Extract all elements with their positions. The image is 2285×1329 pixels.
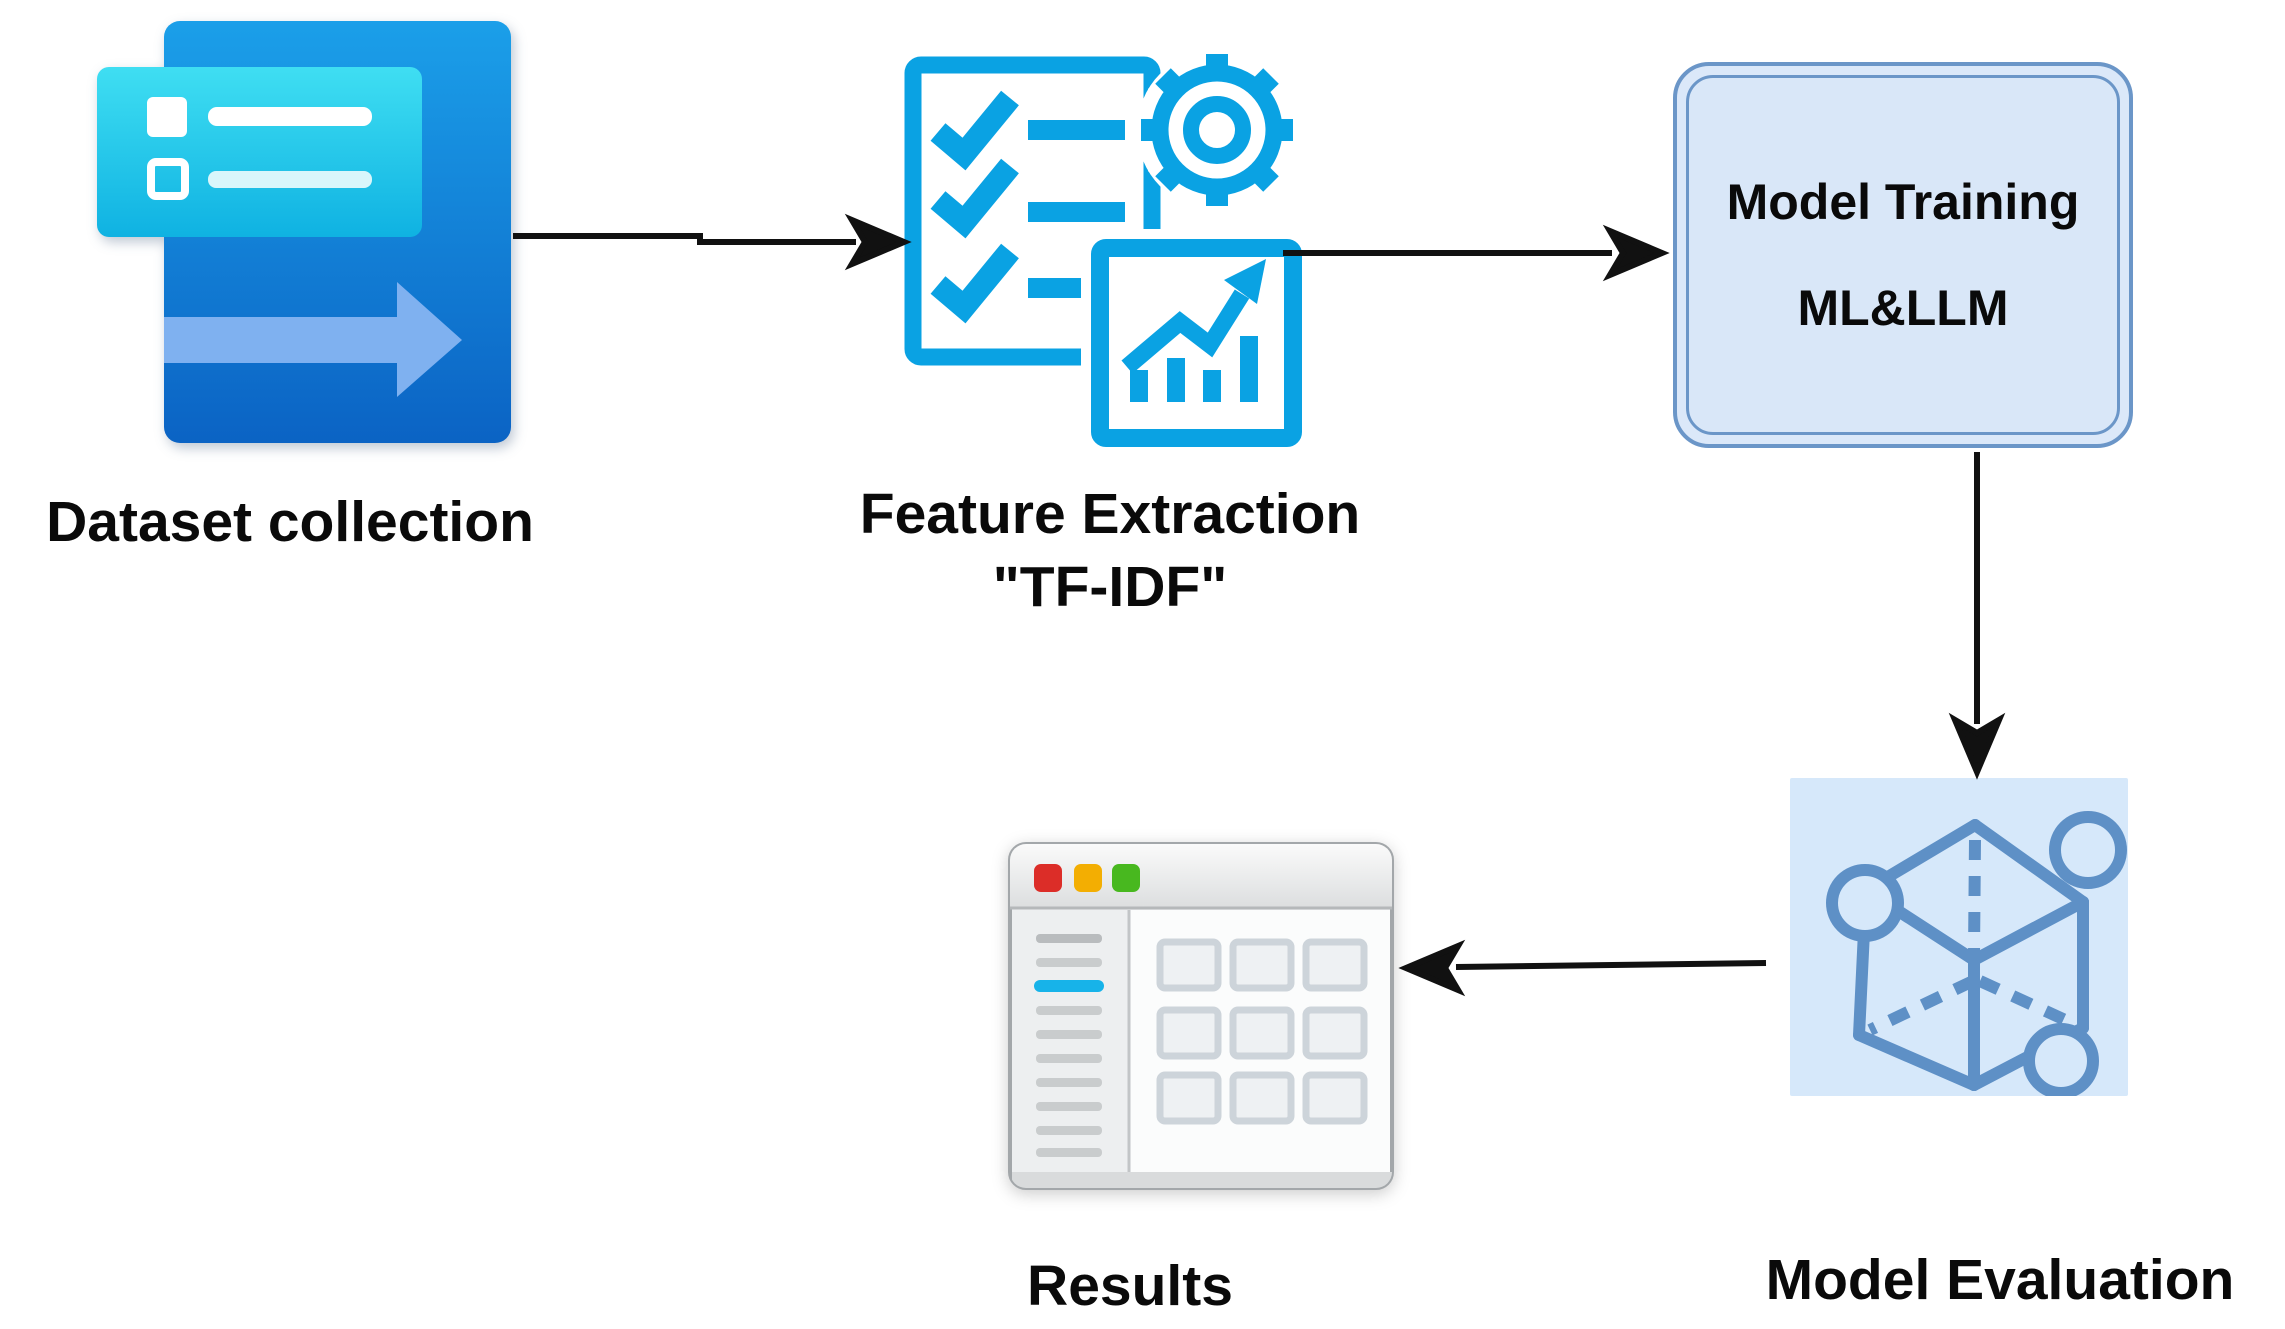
arrow-evaluation-to-results (1398, 939, 1767, 997)
feature-extraction-label-line2: "TF-IDF" (992, 554, 1228, 619)
model-training-subtitle: ML&LLM (1797, 280, 2009, 336)
model-training-title: Model Training (1726, 174, 2080, 230)
list-line-1 (208, 107, 372, 126)
content-grid (1156, 938, 1368, 1125)
feature-extraction-label-line1: Feature Extraction (859, 482, 1361, 546)
model-evaluation-label: Model Evaluation (1765, 1248, 2235, 1312)
export-arrow (164, 282, 462, 397)
arrow-feature-to-training (1283, 224, 1670, 282)
list-line-2 (208, 171, 372, 188)
window-bottom-bar (1012, 1172, 1392, 1188)
sidebar-rows (1034, 934, 1104, 1157)
minimize-traffic-light (1074, 864, 1102, 892)
gear-icon (1137, 50, 1297, 210)
trend-arrowhead (1224, 259, 1266, 304)
node-circle-right (2049, 811, 2127, 889)
node-circle-left (1826, 864, 1904, 942)
cube-wireframe-icon (1826, 811, 2127, 1096)
window-titlebar (1010, 844, 1392, 908)
list-card (97, 67, 422, 237)
close-traffic-light (1034, 864, 1062, 892)
dataset-collection-node (90, 15, 520, 455)
growth-chart-icon (1081, 229, 1310, 450)
results-node (1008, 842, 1394, 1190)
sidebar-selected-row (1034, 980, 1104, 992)
arrow-dataset-to-feature (513, 213, 912, 271)
dataset-collection-label: Dataset collection (46, 490, 534, 554)
checklist-gear-chart-icon (904, 50, 1310, 450)
app-window-grid-icon (1008, 842, 1394, 1190)
zoom-traffic-light (1112, 864, 1140, 892)
dataset-document-icon (97, 21, 511, 443)
model-training-node: Model Training ML&LLM (1673, 62, 2133, 448)
checkbox-filled (147, 97, 187, 137)
results-label: Results (1027, 1254, 1233, 1318)
feature-extraction-label: Feature Extraction "TF-IDF" (790, 478, 1430, 624)
model-evaluation-node (1790, 778, 2128, 1096)
arrow-training-to-evaluation (1948, 452, 2006, 780)
checkbox-empty (147, 158, 189, 200)
feature-extraction-node (880, 40, 1310, 450)
model-training-box-inner: Model Training ML&LLM (1686, 75, 2120, 435)
node-circle-bottom (2023, 1023, 2099, 1096)
